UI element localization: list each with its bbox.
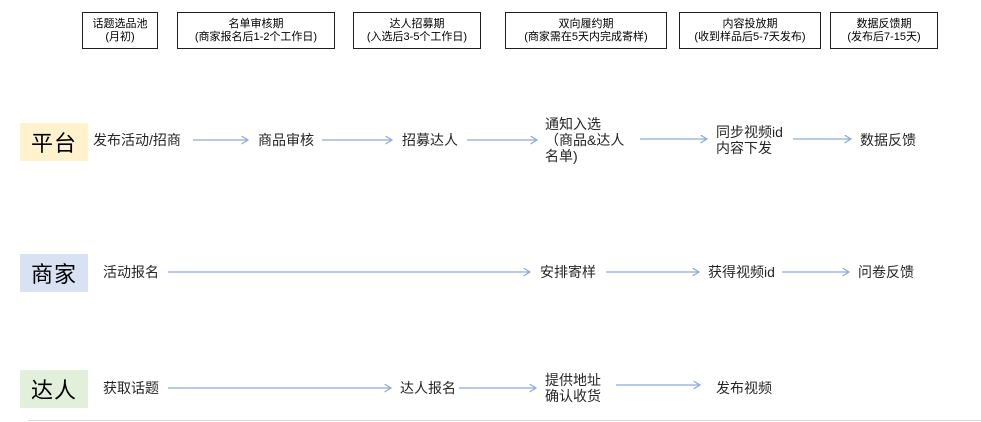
step-product-review: 商品审核 <box>258 132 314 148</box>
lane-label-talent: 达人 <box>20 370 88 408</box>
step-data-feedback: 数据反馈 <box>860 132 916 148</box>
phase-talent-recruit: 达人招募期 (入选后3-5个工作日) <box>353 12 481 49</box>
step-recruit-talent: 招募达人 <box>402 132 458 148</box>
lane-label-merchant: 商家 <box>20 254 88 292</box>
phase-data-feedback: 数据反馈期 (发布后7-15天) <box>830 12 938 49</box>
step-talent-signup: 达人报名 <box>400 380 456 396</box>
step-sync-video-id: 同步视频id 内容下发 <box>716 124 783 156</box>
step-publish-campaign: 发布活动/招商 <box>93 132 181 148</box>
step-campaign-signup: 活动报名 <box>103 264 159 280</box>
phase-list-review: 名单审核期 (商家报名后1-2个工作日) <box>177 12 335 49</box>
step-get-video-id: 获得视频id <box>708 264 775 280</box>
lane-label-platform: 平台 <box>20 123 88 161</box>
step-survey-feedback: 问卷反馈 <box>858 264 914 280</box>
phase-topic-pool: 话题选品池 (月初) <box>82 12 158 49</box>
phase-mutual-fulfillment: 双向履约期 (商家需在5天内完成寄样) <box>505 12 667 49</box>
phase-content-publish: 内容投放期 (收到样品后5-7天发布) <box>679 12 821 49</box>
step-arrange-sample: 安排寄样 <box>540 264 596 280</box>
page-bottom-rule <box>28 420 981 421</box>
step-get-topic: 获取话题 <box>103 380 159 396</box>
step-publish-video: 发布视频 <box>716 380 772 396</box>
step-provide-address: 提供地址 确认收货 <box>545 372 601 404</box>
step-notify-selection: 通知入选 （商品&达人 名单) <box>545 116 625 164</box>
